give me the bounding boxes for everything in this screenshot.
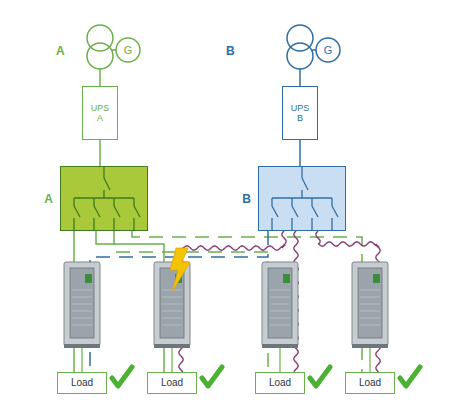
switch-symbols: [258, 166, 346, 231]
load-box: Load: [147, 372, 197, 394]
check-mark: [310, 367, 330, 386]
load-box: Load: [255, 372, 305, 394]
feed-label: B: [226, 44, 235, 58]
generator-circle: G: [315, 37, 341, 63]
switchboard: A: [60, 166, 148, 231]
node-text: Load: [71, 377, 93, 389]
node-text: Load: [269, 377, 291, 389]
transformer-symbol: [287, 25, 316, 86]
ups-box: UPS A: [82, 86, 118, 140]
check-mark: [112, 367, 132, 386]
node-text: Load: [161, 377, 183, 389]
ups-box: UPS B: [282, 86, 318, 140]
server-rack: [154, 262, 190, 372]
generator-circle: G: [115, 37, 141, 63]
load-box: Load: [345, 372, 395, 394]
check-mark: [400, 367, 420, 386]
node-text: UPS B: [291, 103, 310, 124]
power-feed-line: [132, 231, 362, 372]
power-feed-line: [299, 140, 301, 166]
node-text: UPS A: [91, 103, 110, 124]
load-box: Load: [57, 372, 107, 394]
node-text: G: [324, 44, 333, 57]
board-label: A: [44, 193, 53, 207]
server-rack: [64, 262, 100, 372]
switchboard: B: [258, 166, 346, 231]
board-label: B: [242, 193, 251, 207]
node-text: Load: [359, 377, 381, 389]
power-feed-line: [99, 140, 101, 166]
server-rack: [262, 262, 298, 372]
power-feed-line: [114, 231, 268, 372]
transformer-symbol: [87, 25, 116, 86]
check-mark: [202, 367, 222, 386]
fault-lightning: [170, 248, 190, 292]
node-text: G: [124, 44, 133, 57]
switch-symbols: [60, 166, 148, 231]
feed-label: A: [56, 44, 65, 58]
server-rack: [352, 262, 388, 372]
